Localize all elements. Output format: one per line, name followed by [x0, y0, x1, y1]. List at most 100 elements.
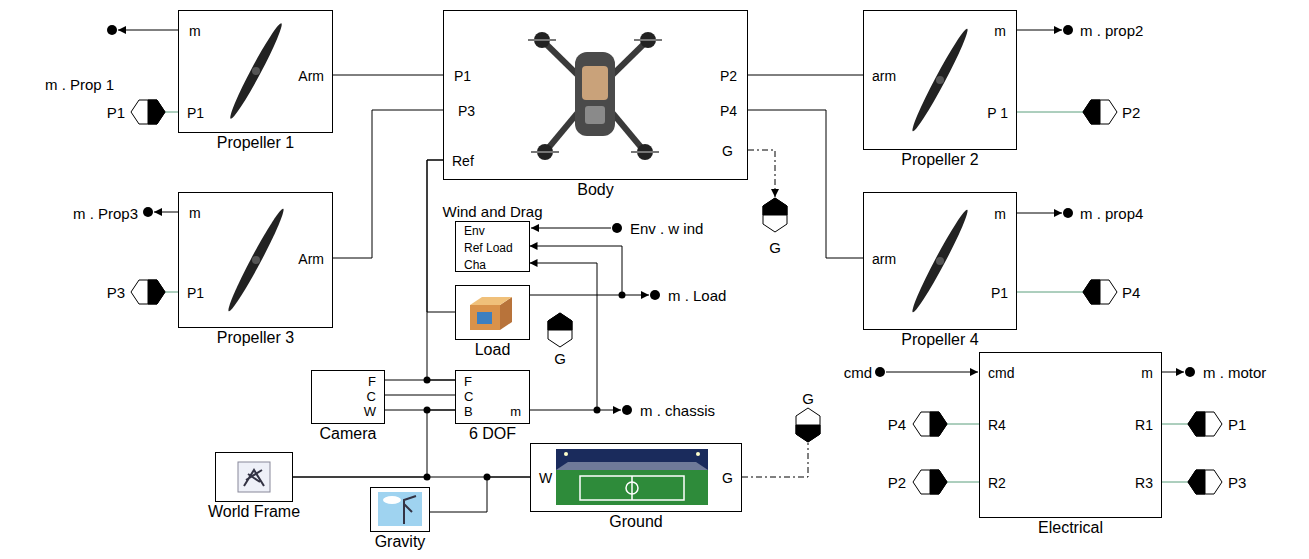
signal-port	[154, 212, 178, 213]
world-frame-icon	[238, 462, 270, 492]
port-label: C	[367, 389, 376, 404]
goto-tag	[913, 470, 947, 494]
electrical-block: cmdmR4R1R2R3Electrical	[979, 352, 1162, 518]
port-label: m	[189, 205, 201, 221]
signal-port	[886, 372, 978, 373]
goto-tag	[131, 280, 165, 304]
tag-label: G	[802, 390, 814, 407]
port-label: arm	[872, 68, 896, 84]
propeller-blade	[936, 257, 944, 265]
goto-tag	[930, 412, 947, 436]
goto-tag	[947, 424, 979, 425]
goto-tag	[148, 280, 165, 304]
propeller-blade	[936, 76, 944, 84]
block-caption: 6 DOF	[469, 425, 516, 443]
drone-picture	[631, 151, 659, 153]
goto-tag	[131, 100, 165, 124]
gravity-picture	[378, 492, 422, 526]
port-label: m	[510, 404, 521, 419]
propeller-blade	[252, 67, 260, 75]
goto-tag	[1188, 412, 1222, 436]
goto-tag	[1083, 100, 1117, 124]
port-label: Ref	[452, 153, 474, 169]
goto-tag	[548, 313, 572, 347]
signal-port	[1063, 25, 1073, 35]
port-label: G	[722, 470, 733, 486]
connector-line	[293, 410, 456, 477]
signal-port	[107, 25, 117, 35]
gravity-picture	[404, 496, 416, 524]
signal-label: Env . w ind	[630, 220, 703, 237]
port-label: R2	[988, 475, 1006, 491]
goto-tag	[1083, 280, 1117, 304]
goto-tag	[165, 112, 178, 113]
tag-label: P4	[888, 416, 906, 433]
drone-picture	[634, 39, 662, 41]
block-caption: Wind and Drag	[442, 203, 542, 220]
camera-block: FCWCamera	[311, 370, 385, 424]
block-caption: Propeller 4	[901, 331, 978, 349]
world-frame-icon	[244, 470, 264, 486]
gravity-picture	[383, 496, 401, 504]
goto-tag	[913, 412, 947, 436]
stadium-picture	[626, 482, 638, 494]
port-label: Cha	[464, 258, 486, 272]
connector-line	[385, 395, 456, 396]
goto-tag	[1017, 112, 1083, 113]
goto-tag	[748, 150, 775, 197]
port-label: P1	[187, 105, 204, 121]
port-label: C	[464, 389, 473, 404]
signal-label: m . prop4	[1080, 205, 1143, 222]
goto-tag	[1188, 470, 1205, 494]
goto-tag	[763, 198, 787, 215]
port-label: m	[994, 23, 1006, 39]
propeller-blade	[908, 26, 971, 133]
tag-label: P1	[107, 104, 125, 121]
propeller-block: marmP 1Propeller 2	[863, 10, 1017, 150]
connector-line	[385, 380, 456, 381]
block-caption: Propeller 1	[217, 134, 294, 152]
goto-tag	[796, 408, 820, 442]
drone-picture	[528, 32, 662, 160]
block-caption: Camera	[320, 425, 377, 443]
port-label: P 1	[987, 105, 1008, 121]
block-caption: World Frame	[208, 503, 300, 521]
tag-label: P3	[1228, 474, 1246, 491]
port-label: Env	[464, 224, 485, 238]
goto-tag	[1083, 280, 1100, 304]
connector-line	[748, 75, 864, 76]
port-label: arm	[872, 251, 896, 267]
signal-label: m . Prop 1	[45, 76, 114, 93]
port-label: m	[189, 23, 201, 39]
stadium-picture	[696, 452, 700, 456]
signal-port	[875, 367, 885, 377]
port-label: F	[368, 374, 376, 389]
signal-port	[1017, 30, 1062, 31]
port-label: P2	[720, 68, 737, 84]
wind-drag-block: EnvRef LoadChaWind and Drag	[455, 221, 530, 272]
junction-dot	[424, 292, 626, 481]
signal-label: m . motor	[1203, 364, 1266, 381]
load-picture	[477, 312, 492, 324]
body-block: P1P3RefP2P4GBody	[443, 10, 748, 180]
goto-tag	[548, 313, 572, 330]
stadium-picture	[556, 449, 708, 505]
port-label: R1	[1135, 417, 1153, 433]
propeller-blade	[226, 21, 286, 121]
connector-line	[427, 160, 456, 312]
signal-port	[107, 25, 1195, 415]
connector-line	[333, 75, 444, 76]
gravity-picture	[378, 492, 422, 526]
load-picture	[470, 297, 512, 330]
signal-label: cmd	[844, 364, 872, 381]
port-label: P1	[187, 285, 204, 301]
propeller-blade	[224, 21, 971, 315]
goto-tag	[947, 482, 979, 483]
port-label: G	[722, 143, 733, 159]
six-dof-block: FCBm6 DOF	[455, 370, 530, 424]
goto-tag	[1162, 424, 1188, 425]
port-label: P4	[720, 103, 737, 119]
propeller-block: marmP1Propeller 4	[863, 192, 1017, 330]
